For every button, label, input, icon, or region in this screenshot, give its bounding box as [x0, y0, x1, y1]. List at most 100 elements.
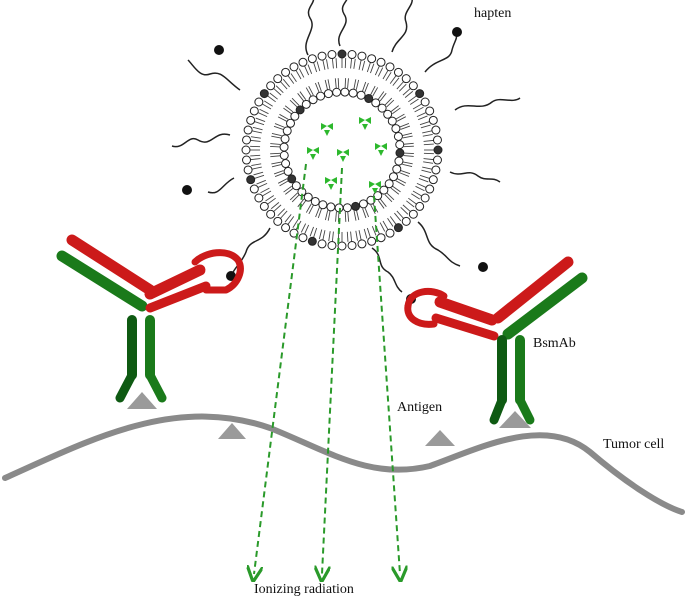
- lipid-head: [342, 203, 352, 213]
- outer-lipid-tail: [259, 108, 269, 115]
- inner-lipid-tail: [305, 87, 312, 97]
- bsmab-left-right-arm-lower: [145, 281, 211, 313]
- outer-lipid-tail: [280, 210, 288, 219]
- inner-lipid-tail: [400, 125, 411, 130]
- outer-lipid-tail: [256, 179, 266, 185]
- inner-lipid-tail: [396, 116, 407, 122]
- lipid-head: [428, 115, 438, 125]
- lipid-head: [308, 95, 318, 105]
- lipid-head: [323, 89, 333, 99]
- outer-lipid-tail: [282, 78, 290, 88]
- outer-lipid-tail: [396, 81, 404, 90]
- lipid-head: [318, 200, 328, 210]
- outer-lipid-tail: [255, 117, 266, 122]
- outer-lipid-tail: [423, 143, 434, 146]
- inner-lipid-tail: [279, 180, 289, 187]
- outer-lipid-tail: [406, 200, 415, 208]
- inner-lipid-tail: [364, 82, 369, 93]
- lipid-head: [254, 97, 264, 107]
- lipid-head: [280, 134, 290, 144]
- lipid-head: [425, 106, 435, 116]
- lipid-head: [347, 240, 357, 250]
- lipid-head: [376, 233, 386, 243]
- lipid-head: [273, 216, 283, 226]
- bsmab-label: BsmAb: [533, 336, 576, 351]
- lipid-head: [379, 185, 389, 195]
- outer-lipid-tail: [416, 182, 427, 188]
- tumor-cell-label: Tumor cell: [603, 437, 665, 452]
- inner-lipid-tail: [315, 207, 320, 218]
- pegylated-lipid-head: [259, 89, 269, 99]
- lipid-head: [273, 74, 283, 84]
- lipid-head: [384, 179, 394, 189]
- outer-lipid-tail: [322, 230, 326, 241]
- inner-lipid-tail: [379, 92, 387, 102]
- outer-lipid-tail: [408, 197, 417, 205]
- radionuclide-cluster: [307, 117, 387, 194]
- lipid-head: [298, 233, 308, 243]
- bsmab-left-binding-site: [191, 249, 244, 294]
- lipid-head: [432, 135, 442, 145]
- inner-lipid-tail: [395, 113, 405, 120]
- lipid-head: [431, 165, 441, 175]
- inner-lipid-tail: [270, 143, 281, 145]
- lipid-head: [357, 51, 367, 61]
- inner-lipid-tail: [271, 132, 282, 137]
- outer-lipid-tail: [267, 197, 276, 205]
- pegylated-lipid-head: [415, 89, 425, 99]
- inner-lipid-tail: [386, 99, 395, 108]
- outer-lipid-tail: [421, 169, 432, 174]
- lipid-head: [428, 175, 438, 185]
- pegylated-lipid-head: [246, 175, 256, 185]
- lipid-head: [401, 74, 411, 84]
- outer-lipid-tail: [400, 206, 409, 215]
- inner-lipid-tail: [379, 198, 387, 207]
- bsmab-right-binding-site: [404, 287, 448, 328]
- lipid-head: [373, 191, 383, 201]
- inner-lipid-tail: [396, 178, 407, 184]
- lipid-head: [241, 145, 251, 155]
- outer-lipid-tail: [404, 90, 414, 98]
- inner-lipid-tail: [297, 198, 305, 208]
- outer-lipid-tail: [358, 59, 362, 70]
- outer-lipid-tail: [402, 204, 411, 212]
- outer-lipid-tail: [370, 63, 375, 74]
- peg-chain-top-center: [338, 0, 348, 47]
- antigens: [127, 392, 531, 446]
- outer-lipid-tail: [389, 75, 397, 84]
- peg-chain-left-upper: [187, 59, 241, 91]
- inner-lipid-tail: [271, 161, 282, 165]
- lipid-head: [254, 193, 264, 203]
- inner-lipid-tail: [277, 178, 288, 184]
- outer-lipid-tail: [402, 88, 411, 96]
- inner-lipid-tail: [392, 107, 401, 115]
- inner-lipid-tail: [402, 163, 413, 168]
- bsmab-left-fab-b: [145, 370, 167, 403]
- inner-lipid-tail: [353, 210, 357, 221]
- lipid-head: [408, 209, 418, 219]
- inner-lipid-tail: [271, 135, 282, 139]
- bsmab-left-fab-a: [115, 370, 137, 403]
- inner-lipid-tail: [270, 155, 281, 158]
- outer-lipid-tail: [273, 88, 282, 96]
- pegylated-lipid-head: [433, 145, 443, 155]
- outer-lipid-tail: [253, 171, 264, 176]
- outer-lipid-tail: [382, 220, 389, 230]
- inner-lipid-tail: [314, 82, 320, 93]
- outer-lipid-tail: [331, 231, 334, 242]
- peg-chain-left-lower: [207, 177, 235, 194]
- lipid-head: [259, 201, 269, 211]
- lipid-head: [383, 109, 393, 119]
- outer-lipid-tail: [353, 58, 356, 69]
- lipid-head: [385, 228, 395, 238]
- outer-lipid-tail: [295, 70, 302, 80]
- inner-lipid-tail: [356, 210, 360, 221]
- radionuclide: [321, 123, 333, 136]
- lipid-head: [337, 241, 347, 251]
- peg-chains: [171, 0, 521, 293]
- peg-chain-top-left: [305, 0, 315, 56]
- inner-lipid-tail: [324, 210, 329, 221]
- inner-lipid-tail: [402, 161, 413, 165]
- outer-lipid-tail: [328, 231, 331, 242]
